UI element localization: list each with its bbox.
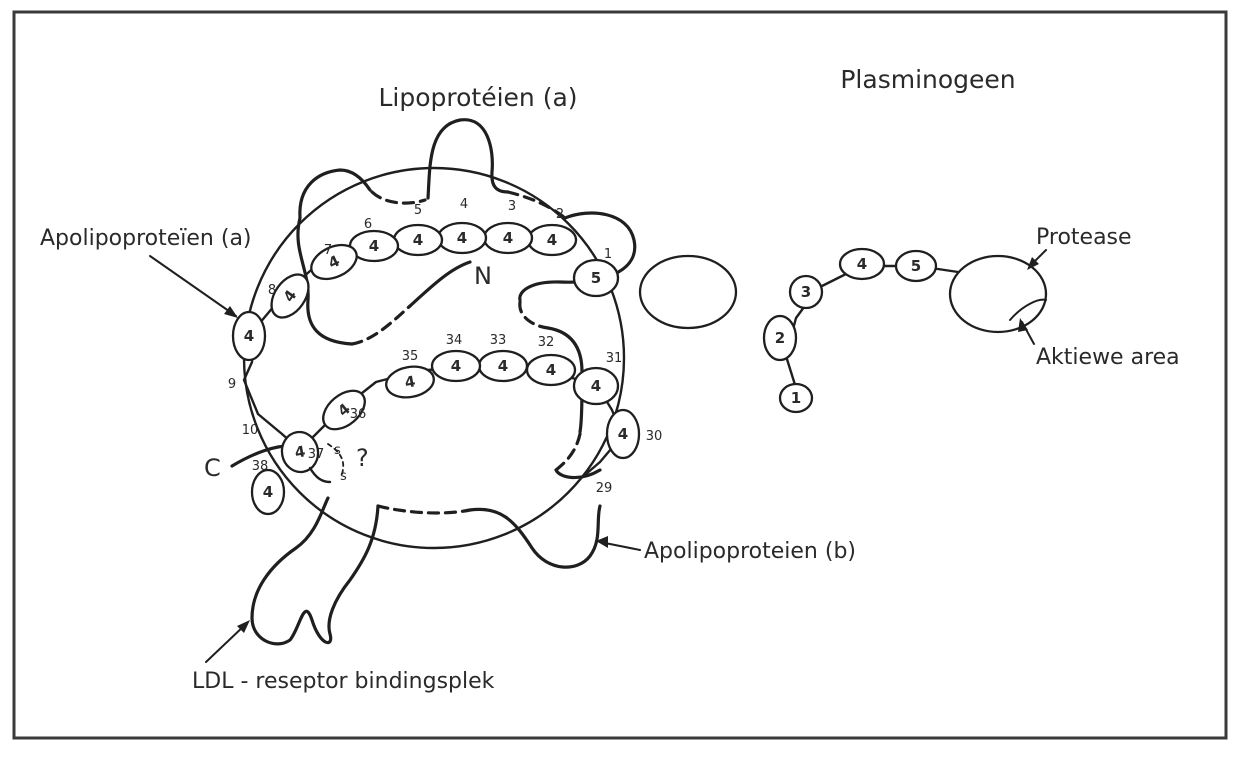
lpa-kringle-4: 4 <box>438 223 486 253</box>
question-mark-label: ? <box>356 444 369 472</box>
lpa-kringle-9-type: 4 <box>244 327 254 345</box>
lpa-kringle-number-2: 2 <box>556 207 564 222</box>
apo-b-top-knob <box>428 120 508 198</box>
lpa-kringle-2: 4 <box>528 225 576 255</box>
lpa-kringle-number-32: 32 <box>538 335 555 350</box>
lpa-kringle-32-type: 4 <box>546 361 556 379</box>
apo-b-top-left-loop <box>300 170 370 218</box>
title-plasminogen: Plasminogeen <box>840 65 1015 94</box>
ldl-arrow <box>206 624 246 662</box>
lpa-kringle-1: 5 <box>574 260 618 296</box>
plasminogen-kringle-2-label: 2 <box>775 329 785 347</box>
plasminogen-kringle-group: 1 2 3 4 5 <box>764 249 936 412</box>
lpa-kringle-number-4: 4 <box>460 197 468 212</box>
lpa-kringle-number-3: 3 <box>508 199 516 214</box>
apo-b-ldl-binding-loop <box>252 498 378 644</box>
lpa-kringle-4-type: 4 <box>457 229 467 247</box>
figure-frame <box>14 12 1226 738</box>
lpa-kringle-1-type: 5 <box>591 269 601 287</box>
apo-a-arrowhead <box>224 306 238 318</box>
lpa-kringle-number-36: 36 <box>350 407 367 422</box>
apo-b-left-dashed <box>352 306 410 344</box>
lpa-kringle-5-type: 4 <box>413 231 423 249</box>
apo-b-label: Apolipoproteien (b) <box>644 539 856 564</box>
lpa-kringle-2-type: 4 <box>547 231 557 249</box>
lpa-kringle-35: 4 <box>384 363 436 401</box>
lpa-kringle-31-type: 4 <box>591 377 601 395</box>
lpa-kringle-6-type: 4 <box>369 237 379 255</box>
lpa-kringle-number-10: 10 <box>242 423 259 438</box>
lpa-kringle-33-type: 4 <box>498 357 508 375</box>
lpa-kringle-number-38: 38 <box>252 459 269 474</box>
kringle-37-tail <box>310 468 330 482</box>
lpa-kringle-number-30: 30 <box>646 429 663 444</box>
plasminogen-kringle-5-label: 5 <box>911 257 921 275</box>
plasminogen-kringle-1-label: 1 <box>791 389 801 407</box>
lpa-kringle-number-8: 8 <box>268 283 276 298</box>
lpa-kringle-number-33: 33 <box>490 333 507 348</box>
plasminogen-kringle-4-label: 4 <box>857 255 867 273</box>
lpa-kringle-number-5: 5 <box>414 203 422 218</box>
apo-b-n-terminal <box>410 262 470 306</box>
lpa-kringle-3-type: 4 <box>503 229 513 247</box>
lpa-kringle-30: 4 <box>607 410 639 458</box>
lpa-kringle-34-type: 4 <box>451 357 461 375</box>
lpa-kringle-number-31: 31 <box>606 351 623 366</box>
apo-a-label: Apolipoproteïen (a) <box>40 226 252 251</box>
lpa-kringle-38: 4 <box>252 470 284 514</box>
lpa-kringle-32: 4 <box>527 355 575 385</box>
protease-label: Protease <box>1036 225 1132 250</box>
apo-b-lower-line <box>556 470 600 478</box>
lpa-kringle-3: 4 <box>484 223 532 253</box>
lpa-kringle-number-34: 34 <box>446 333 463 348</box>
apo-b-top-left-dashed <box>372 192 425 203</box>
apo-b-bottom-dashed <box>378 506 470 513</box>
lpa-kringle-number-35: 35 <box>402 349 419 364</box>
lpa-kringle-34: 4 <box>432 351 480 381</box>
lpa-kringle-number-1: 1 <box>604 247 612 262</box>
active-area-label: Aktiewe area <box>1036 345 1180 370</box>
lpa-kringle-31: 4 <box>574 368 618 404</box>
lpa-kringle-number-7: 7 <box>324 243 332 258</box>
lpa-kringle-5: 4 <box>394 225 442 255</box>
title-lipoprotein: Lipoprotéien (a) <box>378 83 577 112</box>
apo-b-inner-dashed-2 <box>556 434 580 470</box>
lpa-kringle-number-6: 6 <box>364 217 372 232</box>
apo-a-arrow <box>150 256 236 316</box>
plasminogen-kringle-5: 5 <box>896 251 936 281</box>
lpa-kringle-number-9: 9 <box>228 377 236 392</box>
lpa-kringle-number-37: 37 <box>308 447 325 462</box>
lpa-kringle-9: 4 <box>233 312 265 360</box>
plasminogen-kringle-3: 3 <box>790 276 822 308</box>
lpa-kringle-33: 4 <box>479 351 527 381</box>
lpa-kringle-38-type: 4 <box>263 483 273 501</box>
lpa-kringle-30-type: 4 <box>618 425 628 443</box>
plasminogen-kringle-2: 2 <box>764 316 796 360</box>
c-terminus-label: C <box>204 454 221 482</box>
lpa-kringle-number-29: 29 <box>596 481 613 496</box>
apo-b-inner-dashed <box>520 302 548 328</box>
plasminogen-kringle-4: 4 <box>840 249 884 279</box>
n-terminus-label: N <box>474 262 492 290</box>
plasminogen-kringle-1: 1 <box>780 384 812 412</box>
plasminogen-kringle-3-label: 3 <box>801 283 811 301</box>
lpa-protease-domain <box>640 256 736 328</box>
apo-b-bottom-right-loop <box>470 506 600 567</box>
ldl-binding-label: LDL - reseptor bindingsplek <box>192 669 495 694</box>
